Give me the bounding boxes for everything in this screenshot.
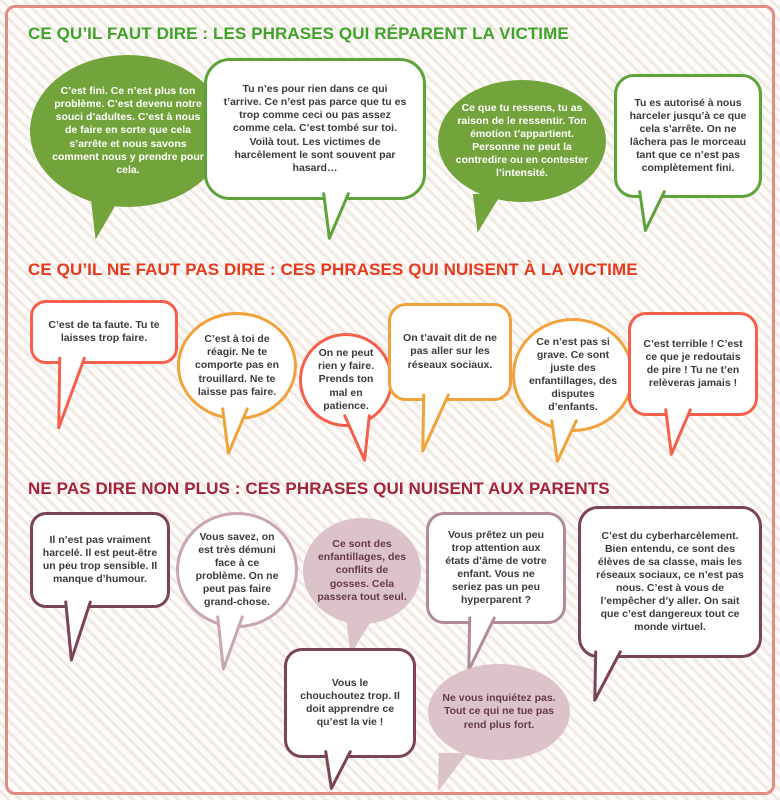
speech-bubble-text: Ne vous inquiétez pas. Tout ce qui ne tu… <box>442 692 556 731</box>
speech-bubble-tail <box>547 420 581 462</box>
speech-bubble-text: C’est de ta faute. Tu te laisses trop fa… <box>48 318 160 344</box>
section-title-dont-victim: CE QU’IL NE FAUT PAS DIRE : CES PHRASES … <box>28 260 638 279</box>
speech-bubble-text: Il n’est pas vraiment harcelé. Il est pe… <box>42 533 158 586</box>
section-title-do: CE QU’IL FAUT DIRE : LES PHRASES QUI RÉP… <box>28 24 569 43</box>
speech-bubble-tail <box>340 415 374 461</box>
speech-bubble-tail <box>635 191 669 231</box>
speech-bubble-do-2: Tu n’es pour rien dans ce qui t’arrive. … <box>204 58 426 200</box>
speech-bubble-dont-victim-2: C’est à toi de réagir. Ne te comporte pa… <box>177 312 297 420</box>
speech-bubble-dont-victim-6: C’est terrible ! C’est ce que je redouta… <box>628 312 758 416</box>
speech-bubble-dont-victim-1: C’est de ta faute. Tu te laisses trop fa… <box>30 300 178 364</box>
speech-bubble-tail <box>218 408 252 454</box>
speech-bubble-text: C’est fini. Ce n’est plus ton problème. … <box>52 85 204 176</box>
speech-bubble-text: Ce sont des enfantillages, des conflits … <box>317 538 407 603</box>
speech-bubble-tail <box>661 409 695 455</box>
speech-bubble-do-4: Tu es autorisé à nous harceler jusqu’à c… <box>614 74 762 198</box>
speech-bubble-text: Tu es autorisé à nous harceler jusqu’à c… <box>629 96 747 175</box>
speech-bubble-dont-victim-4: On t’avait dit de ne pas aller sur les r… <box>388 303 512 401</box>
speech-bubble-dont-parents-1: Il n’est pas vraiment harcelé. Il est pe… <box>30 512 170 608</box>
speech-bubble-tail <box>419 394 453 452</box>
speech-bubble-tail <box>321 751 355 789</box>
speech-bubble-tail <box>472 194 502 233</box>
speech-bubble-tail <box>90 199 120 240</box>
speech-bubble-dont-parents-3: Ce sont des enfantillages, des conflits … <box>303 518 421 655</box>
speech-bubble-text: Vous le chouchoutez trop. Il doit appren… <box>300 676 400 729</box>
speech-bubble-dont-parents-4: Vous prêtez un peu trop attention aux ét… <box>426 512 566 624</box>
speech-bubble-dont-parents-6: Vous le chouchoutez trop. Il doit appren… <box>284 648 416 758</box>
speech-bubble-dont-parents-5: C’est du cyberharcèlement. Bien entendu,… <box>578 506 762 658</box>
speech-bubble-text: Vous savez, on est très démuni face à ce… <box>195 530 279 609</box>
speech-bubble-tail <box>319 193 353 239</box>
speech-bubble-text: C’est terrible ! C’est ce que je redouta… <box>643 337 743 390</box>
speech-bubble-text: Tu n’es pour rien dans ce qui t’arrive. … <box>223 83 407 174</box>
speech-bubble-do-1: C’est fini. Ce n’est plus ton problème. … <box>30 55 226 240</box>
speech-bubble-text: Ce n’est pas si grave. Ce sont juste des… <box>528 335 618 414</box>
section-title-dont-parents: NE PAS DIRE NON PLUS : CES PHRASES QUI N… <box>28 479 610 498</box>
speech-bubble-tail <box>345 616 375 655</box>
speech-bubble-text: Ce que tu ressens, tu as raison de le re… <box>455 101 589 180</box>
speech-bubble-tail <box>213 616 247 670</box>
speech-bubble-do-3: Ce que tu ressens, tu as raison de le re… <box>438 80 606 233</box>
speech-bubble-tail <box>61 601 95 661</box>
speech-bubble-text: On t’avait dit de ne pas aller sur les r… <box>403 332 497 371</box>
speech-bubble-dont-parents-7: Ne vous inquiétez pas. Tout ce qui ne tu… <box>428 664 570 792</box>
speech-bubble-tail <box>55 357 89 429</box>
speech-bubble-text: On ne peut rien y faire. Prends ton mal … <box>317 347 375 412</box>
speech-bubble-text: Vous prêtez un peu trop attention aux ét… <box>445 528 547 607</box>
speech-bubble-tail <box>591 651 625 701</box>
speech-bubble-tail <box>465 617 499 671</box>
speech-bubble-tail <box>437 753 468 792</box>
speech-bubble-text: C’est du cyberharcèlement. Bien entendu,… <box>596 529 744 634</box>
speech-bubble-dont-parents-2: Vous savez, on est très démuni face à ce… <box>176 512 298 628</box>
speech-bubble-dont-victim-3: On ne peut rien y faire. Prends ton mal … <box>299 333 393 427</box>
speech-bubble-dont-victim-5: Ce n’est pas si grave. Ce sont juste des… <box>512 318 634 432</box>
speech-bubble-text: C’est à toi de réagir. Ne te comporte pa… <box>194 333 280 398</box>
